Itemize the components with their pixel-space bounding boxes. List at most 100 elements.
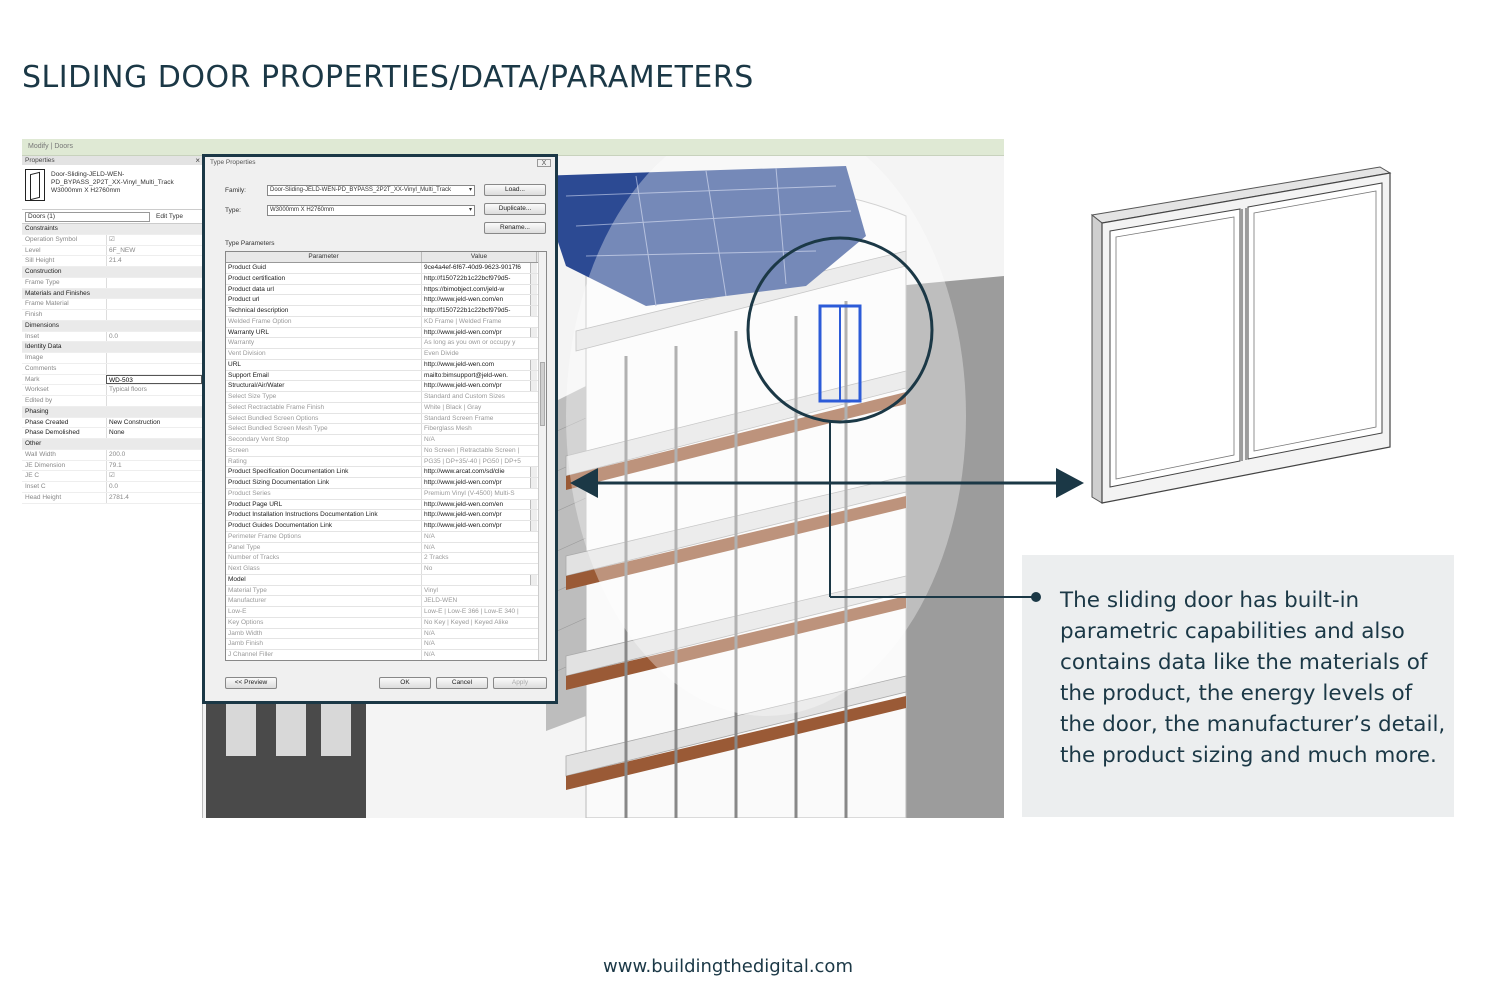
property-value[interactable]: Typical floors <box>106 385 202 395</box>
load-button[interactable]: Load... <box>484 184 546 196</box>
parameter-row[interactable]: Product Specification Documentation Link… <box>226 467 546 478</box>
browse-value-button[interactable] <box>530 478 537 488</box>
parameter-value[interactable]: Even Divide <box>424 350 459 357</box>
parameter-value[interactable]: http://f150722b1c22bcf979d5- <box>424 307 511 314</box>
cancel-button[interactable]: Cancel <box>436 677 488 689</box>
parameter-value[interactable]: http://www.jeld-wen.com/pr <box>424 382 502 390</box>
property-row[interactable]: Frame Type <box>22 277 202 289</box>
parameter-value[interactable]: http://www.jeld-wen.com/pr <box>424 328 502 336</box>
parameter-value[interactable]: https://bimobject.com/jeld-w <box>424 285 505 293</box>
parameter-row[interactable]: Product Installation Instructions Docume… <box>226 510 546 521</box>
parameter-value[interactable]: N/A <box>424 436 435 443</box>
duplicate-button[interactable]: Duplicate... <box>484 203 546 215</box>
property-row[interactable]: Image <box>22 353 202 364</box>
browse-value-button[interactable] <box>530 306 537 316</box>
browse-value-button[interactable] <box>530 381 537 391</box>
parameter-value[interactable]: N/A <box>424 651 435 658</box>
value-column-header[interactable]: Value <box>422 252 537 262</box>
parameter-value[interactable]: mailto:bimsupport@jeld-wen. <box>424 371 508 379</box>
family-select[interactable]: Door-Sliding-JELD-WEN-PD_BYPASS_2P2T_XX-… <box>267 185 475 196</box>
parameter-value[interactable]: Standard Screen Frame <box>424 414 494 422</box>
browse-value-button[interactable] <box>530 467 537 477</box>
ok-button[interactable]: OK <box>379 677 431 689</box>
property-value[interactable]: WD-503 <box>106 374 202 385</box>
browse-value-button[interactable] <box>530 273 537 284</box>
browse-value-button[interactable] <box>530 263 537 273</box>
browse-value-button[interactable] <box>530 521 537 531</box>
preview-button[interactable]: << Preview <box>225 677 277 689</box>
property-value[interactable]: 200.0 <box>106 449 202 460</box>
parameter-value[interactable]: Fiberglass Mesh <box>424 425 472 433</box>
property-group-header[interactable]: Materials and Finishes <box>22 288 202 300</box>
type-select[interactable]: W3000mm X H2760mm <box>267 205 475 216</box>
property-value[interactable] <box>106 299 202 309</box>
property-group-header[interactable]: Constraints <box>22 224 202 235</box>
property-value[interactable]: 0.0 <box>106 482 202 492</box>
property-group-header[interactable]: Dimensions <box>22 320 202 332</box>
parameter-value[interactable]: http://www.arcat.com/sd/clie <box>424 468 505 476</box>
scrollbar-thumb[interactable] <box>540 362 545 426</box>
parameter-value[interactable]: White | Black | Gray <box>424 403 482 411</box>
properties-palette[interactable]: Properties × Door-Sliding-JELD-WEN- PD_B… <box>22 156 203 818</box>
property-group-header[interactable]: Construction <box>22 267 202 278</box>
property-value[interactable]: 2781.4 <box>106 492 202 503</box>
property-value[interactable]: New Construction <box>106 417 202 428</box>
parameter-row[interactable]: Model <box>226 574 546 586</box>
parameter-value[interactable]: N/A <box>424 532 435 540</box>
parameter-value[interactable]: No Screen | Retractable Screen | <box>424 446 520 454</box>
parameter-value[interactable]: No Key | Keyed | Keyed Alike <box>424 618 509 626</box>
type-properties-dialog[interactable]: Type Properties X Family: Door-Sliding-J… <box>202 154 558 704</box>
footer-url[interactable]: www.buildingthedigital.com <box>603 956 853 977</box>
property-value[interactable]: ☑ <box>106 234 202 245</box>
property-value[interactable]: ☑ <box>106 471 202 481</box>
property-value[interactable]: None <box>106 428 202 438</box>
browse-value-button[interactable] <box>530 510 537 520</box>
property-group-header[interactable]: Phasing <box>22 406 202 418</box>
parameter-value[interactable]: http://www.jeld-wen.com/en <box>424 500 504 508</box>
property-group-header[interactable]: Other <box>22 439 202 450</box>
close-icon[interactable]: × <box>195 156 200 165</box>
parameter-value[interactable]: Vinyl <box>424 586 438 594</box>
property-value[interactable]: 6F_NEW <box>106 245 202 256</box>
parameter-value[interactable]: http://www.jeld-wen.com/pr <box>424 522 502 529</box>
property-value[interactable] <box>106 353 202 363</box>
property-value[interactable]: 21.4 <box>106 256 202 266</box>
parameter-value[interactable]: http://www.jeld-wen.com <box>424 360 495 368</box>
property-value[interactable] <box>106 396 202 406</box>
edit-type-button[interactable]: Edit Type <box>156 213 183 220</box>
parameter-value[interactable] <box>422 575 530 585</box>
instance-filter-select[interactable]: Doors (1) <box>25 211 150 222</box>
property-value[interactable] <box>106 310 202 320</box>
parameter-value[interactable]: 9ce4a4ef-6f67-40d9-9623-9017f6 <box>424 264 521 271</box>
parameter-value[interactable]: JELD-WEN <box>424 597 458 605</box>
property-row[interactable]: Edited by <box>22 396 202 407</box>
apply-button[interactable]: Apply <box>493 677 547 689</box>
